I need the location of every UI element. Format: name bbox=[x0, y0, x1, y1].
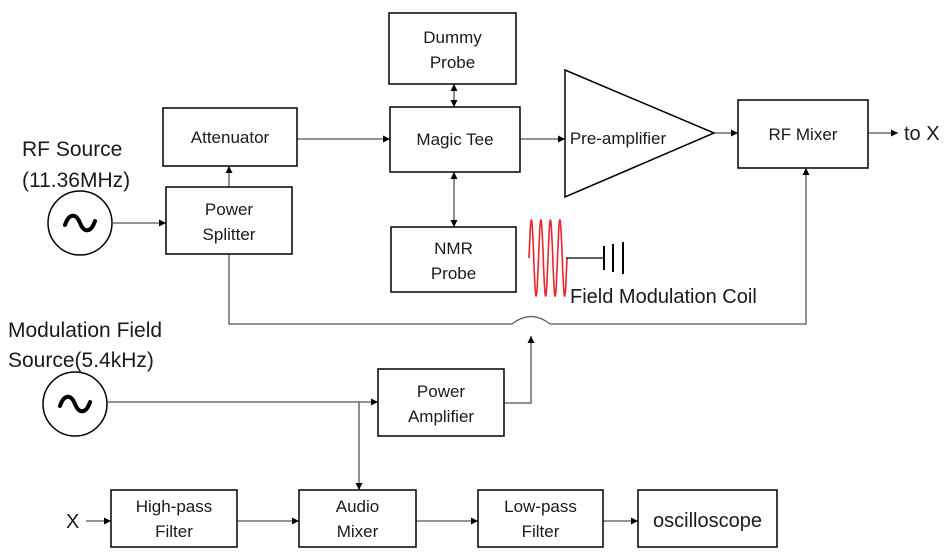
magic-tee-label: Magic Tee bbox=[416, 130, 493, 149]
rf-source-label-line1: RF Source bbox=[22, 138, 122, 161]
low-pass-filter-label-line1: Low-pass bbox=[504, 497, 577, 516]
rf-output-label: to X bbox=[904, 123, 940, 145]
wire-reference-to-rf-mixer bbox=[550, 168, 810, 325]
connection-wires bbox=[86, 84, 898, 525]
modulation-source: Modulation Field Source(5.4kHz) bbox=[8, 319, 162, 437]
wire-crossover-hop bbox=[511, 315, 551, 325]
filter-input-label: X bbox=[66, 511, 79, 533]
pre-amplifier-label: Pre-amplifier bbox=[570, 129, 667, 148]
high-pass-filter-box: High-pass Filter bbox=[110, 489, 238, 548]
dummy-probe-label-line1: Dummy bbox=[423, 28, 482, 47]
power-amplifier-label-line1: Power bbox=[417, 382, 466, 401]
rf-source: RF Source (11.36MHz) bbox=[22, 138, 130, 256]
power-splitter-label-line1: Power bbox=[205, 200, 254, 219]
audio-mixer-label-line1: Audio bbox=[336, 497, 379, 516]
power-amplifier-label-line2: Amplifier bbox=[408, 407, 474, 426]
high-pass-filter-label-line1: High-pass bbox=[136, 497, 213, 516]
attenuator-label: Attenuator bbox=[191, 128, 270, 147]
field-coil-label: Field Modulation Coil bbox=[570, 286, 757, 308]
high-pass-filter-label-line2: Filter bbox=[155, 522, 193, 541]
wire-power-amp-to-coil bbox=[504, 336, 535, 404]
oscilloscope-label: oscilloscope bbox=[653, 510, 762, 532]
rf-mixer-box: RF Mixer bbox=[737, 99, 869, 169]
audio-mixer-label-line2: Mixer bbox=[337, 522, 379, 541]
power-amplifier-box: Power Amplifier bbox=[377, 368, 505, 437]
audio-mixer-box: Audio Mixer bbox=[298, 489, 417, 548]
ground-icon bbox=[603, 242, 624, 274]
pre-amplifier-triangle: Pre-amplifier bbox=[564, 68, 716, 199]
ac-source-icon bbox=[42, 371, 108, 437]
nmr-probe-label-line2: Probe bbox=[431, 264, 476, 283]
dummy-probe-label-line2: Probe bbox=[430, 53, 475, 72]
coil-icon bbox=[528, 219, 604, 297]
nmr-probe-label-line1: NMR bbox=[434, 239, 473, 258]
ac-source-icon bbox=[47, 190, 113, 256]
attenuator-box: Attenuator bbox=[162, 107, 298, 167]
power-splitter-box: Power Splitter bbox=[165, 186, 293, 255]
dummy-probe-box: Dummy Probe bbox=[388, 12, 517, 85]
oscilloscope-box: oscilloscope bbox=[637, 489, 778, 548]
low-pass-filter-box: Low-pass Filter bbox=[477, 489, 604, 548]
modulation-source-label-line1: Modulation Field bbox=[8, 319, 162, 342]
power-splitter-label-line2: Splitter bbox=[203, 225, 256, 244]
modulation-source-label-line2: Source(5.4kHz) bbox=[8, 349, 154, 372]
nmr-probe-box: NMR Probe bbox=[390, 226, 517, 293]
magic-tee-box: Magic Tee bbox=[389, 106, 521, 173]
rf-source-label-line2: (11.36MHz) bbox=[22, 169, 130, 192]
rf-mixer-label: RF Mixer bbox=[769, 125, 838, 144]
field-modulation-coil: Field Modulation Coil bbox=[528, 219, 757, 308]
wire-splitter-reference bbox=[228, 254, 512, 325]
low-pass-filter-label-line2: Filter bbox=[522, 522, 560, 541]
